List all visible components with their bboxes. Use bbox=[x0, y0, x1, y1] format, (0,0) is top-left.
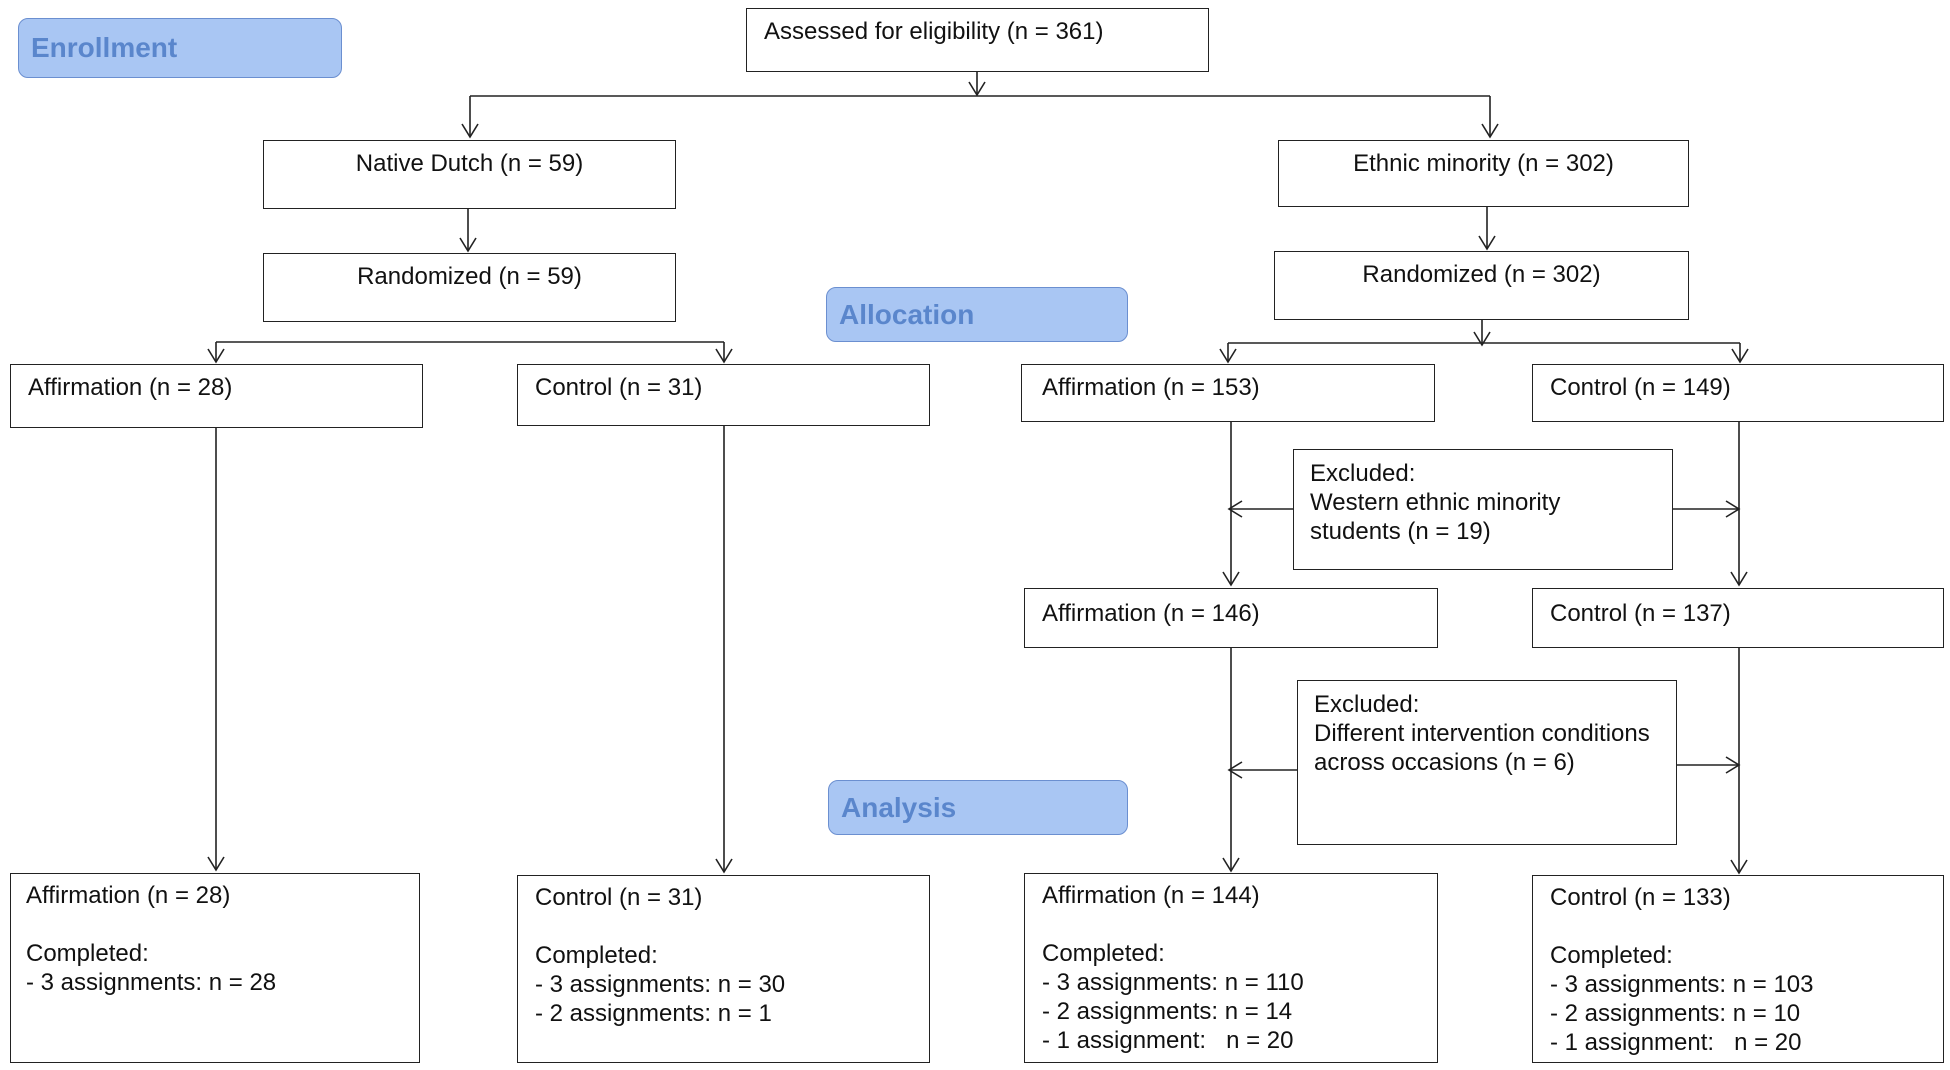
ethnic-randomized-box: Randomized (n = 302) bbox=[1274, 251, 1689, 320]
native-affirmation-text: Affirmation (n = 28) bbox=[28, 374, 233, 401]
ethnic-control-box: Control (n = 149) bbox=[1532, 364, 1944, 422]
native-affirmation-final-title: Affirmation (n = 28) bbox=[26, 882, 231, 909]
native-dutch-box: Native Dutch (n = 59) bbox=[263, 140, 676, 209]
native-dutch-text: Native Dutch (n = 59) bbox=[355, 150, 584, 177]
native-affirmation-completed-label: Completed: bbox=[26, 940, 149, 967]
excluded-intervention-heading: Excluded: bbox=[1314, 691, 1420, 718]
ethnic-control-final-box: Control (n = 133) Completed: - 3 assignm… bbox=[1532, 875, 1944, 1063]
ethnic-control-completed-label: Completed: bbox=[1550, 942, 1673, 969]
ethnic-affirmation-text: Affirmation (n = 153) bbox=[1042, 374, 1260, 401]
excluded-intervention-box: Excluded: Different intervention conditi… bbox=[1297, 680, 1677, 845]
ethnic-affirmation-box: Affirmation (n = 153) bbox=[1021, 364, 1435, 422]
enrollment-stage-label: Enrollment bbox=[18, 18, 342, 78]
native-control-box: Control (n = 31) bbox=[517, 364, 930, 426]
native-control-completed-label: Completed: bbox=[535, 942, 658, 969]
native-affirmation-completed-line: - 3 assignments: n = 28 bbox=[26, 969, 277, 996]
ethnic-affirmation-final-title: Affirmation (n = 144) bbox=[1042, 882, 1260, 909]
assessed-box: Assessed for eligibility (n = 361) bbox=[746, 8, 1209, 72]
native-control-completed-line: - 2 assignments: n = 1 bbox=[535, 1000, 772, 1027]
ethnic-affirmation-2-box: Affirmation (n = 146) bbox=[1024, 588, 1438, 648]
excluded-western-count: students (n = 19) bbox=[1310, 518, 1491, 545]
ethnic-control-2-box: Control (n = 137) bbox=[1532, 588, 1944, 648]
excluded-intervention-reason: Different intervention conditions bbox=[1314, 720, 1650, 747]
native-control-final-title: Control (n = 31) bbox=[535, 884, 703, 911]
native-affirmation-final-box: Affirmation (n = 28) Completed: - 3 assi… bbox=[10, 873, 420, 1063]
ethnic-control-completed-line: - 3 assignments: n = 103 bbox=[1550, 971, 1814, 998]
native-affirmation-box: Affirmation (n = 28) bbox=[10, 364, 423, 428]
ethnic-affirmation-completed-line: - 2 assignments: n = 14 bbox=[1042, 998, 1293, 1025]
assessed-text: Assessed for eligibility (n = 361) bbox=[764, 18, 1104, 45]
ethnic-randomized-text: Randomized (n = 302) bbox=[1362, 261, 1601, 288]
ethnic-control-completed-line: - 1 assignment: n = 20 bbox=[1550, 1029, 1802, 1056]
ethnic-control-completed-line: - 2 assignments: n = 10 bbox=[1550, 1000, 1801, 1027]
excluded-western-box: Excluded: Western ethnic minority studen… bbox=[1293, 449, 1673, 570]
ethnic-affirmation-completed-line: - 1 assignment: n = 20 bbox=[1042, 1027, 1294, 1054]
analysis-stage-label: Analysis bbox=[828, 780, 1128, 835]
native-randomized-text: Randomized (n = 59) bbox=[357, 263, 582, 290]
ethnic-control-final-title: Control (n = 133) bbox=[1550, 884, 1731, 911]
allocation-stage-label: Allocation bbox=[826, 287, 1128, 342]
ethnic-minority-box: Ethnic minority (n = 302) bbox=[1278, 140, 1689, 207]
native-control-completed-line: - 3 assignments: n = 30 bbox=[535, 971, 786, 998]
excluded-western-reason: Western ethnic minority bbox=[1310, 489, 1561, 516]
native-randomized-box: Randomized (n = 59) bbox=[263, 253, 676, 322]
excluded-intervention-count: across occasions (n = 6) bbox=[1314, 749, 1575, 776]
excluded-western-heading: Excluded: bbox=[1310, 460, 1416, 487]
ethnic-minority-text: Ethnic minority (n = 302) bbox=[1353, 150, 1614, 177]
ethnic-control-text: Control (n = 149) bbox=[1550, 374, 1731, 401]
native-control-final-box: Control (n = 31) Completed: - 3 assignme… bbox=[517, 875, 930, 1063]
ethnic-affirmation-final-box: Affirmation (n = 144) Completed: - 3 ass… bbox=[1024, 873, 1438, 1063]
ethnic-affirmation-completed-label: Completed: bbox=[1042, 940, 1165, 967]
ethnic-affirmation-2-text: Affirmation (n = 146) bbox=[1042, 600, 1260, 627]
native-control-text: Control (n = 31) bbox=[535, 374, 703, 401]
ethnic-affirmation-completed-line: - 3 assignments: n = 110 bbox=[1042, 969, 1304, 996]
ethnic-control-2-text: Control (n = 137) bbox=[1550, 600, 1731, 627]
